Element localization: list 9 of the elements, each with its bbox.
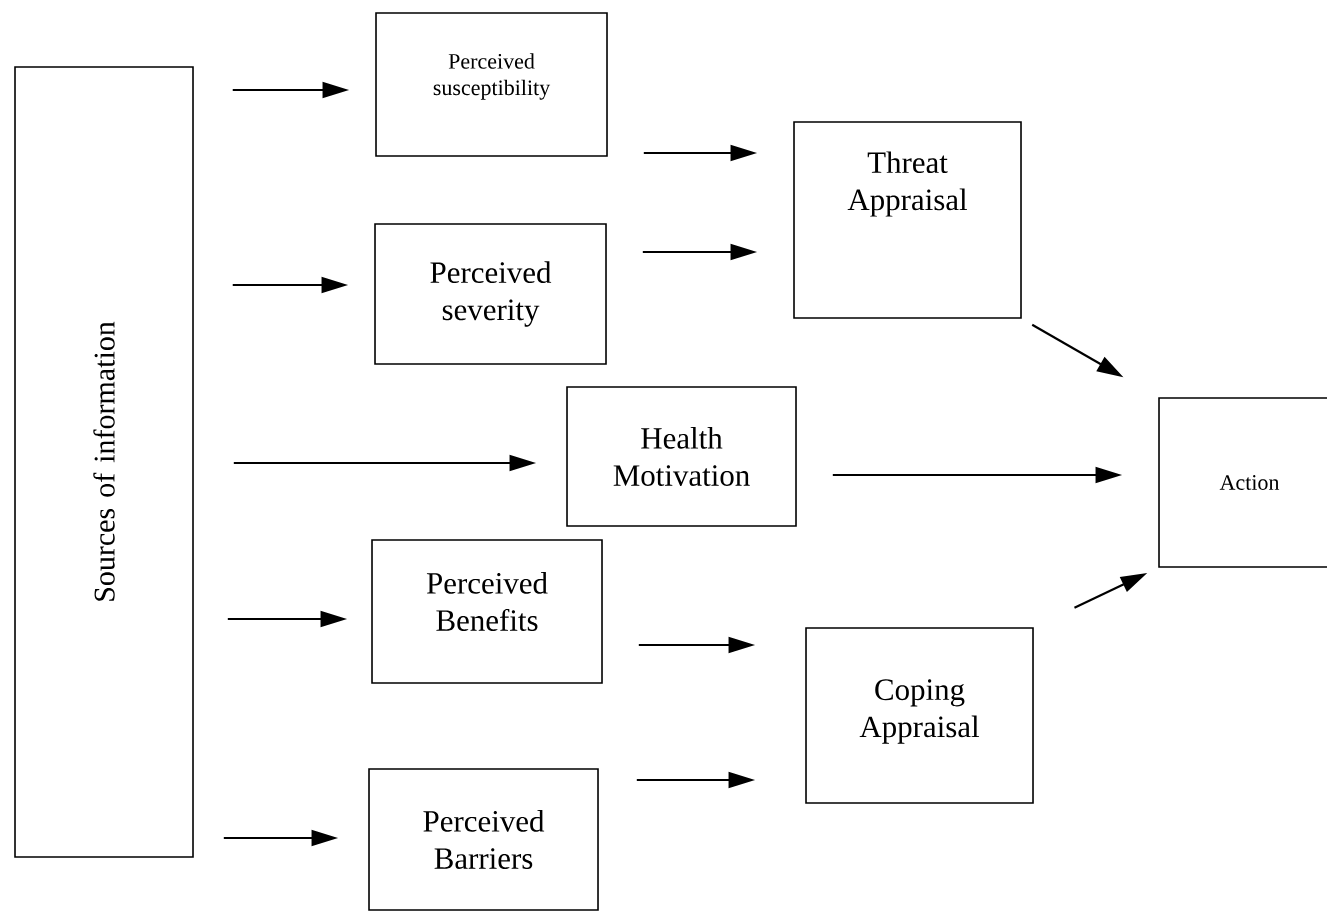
process-box: Action [1158,397,1327,568]
process-box: Perceived Benefits [371,539,603,684]
process-box: Perceived severity [374,223,607,365]
process-box: Perceived Barriers [368,768,599,911]
process-box: Threat Appraisal [793,121,1022,319]
process-box: Sources of information [14,66,194,858]
process-box: Coping Appraisal [805,627,1034,804]
process-box: Health Motivation [566,386,797,527]
process-box: Perceived susceptibility [375,12,608,157]
